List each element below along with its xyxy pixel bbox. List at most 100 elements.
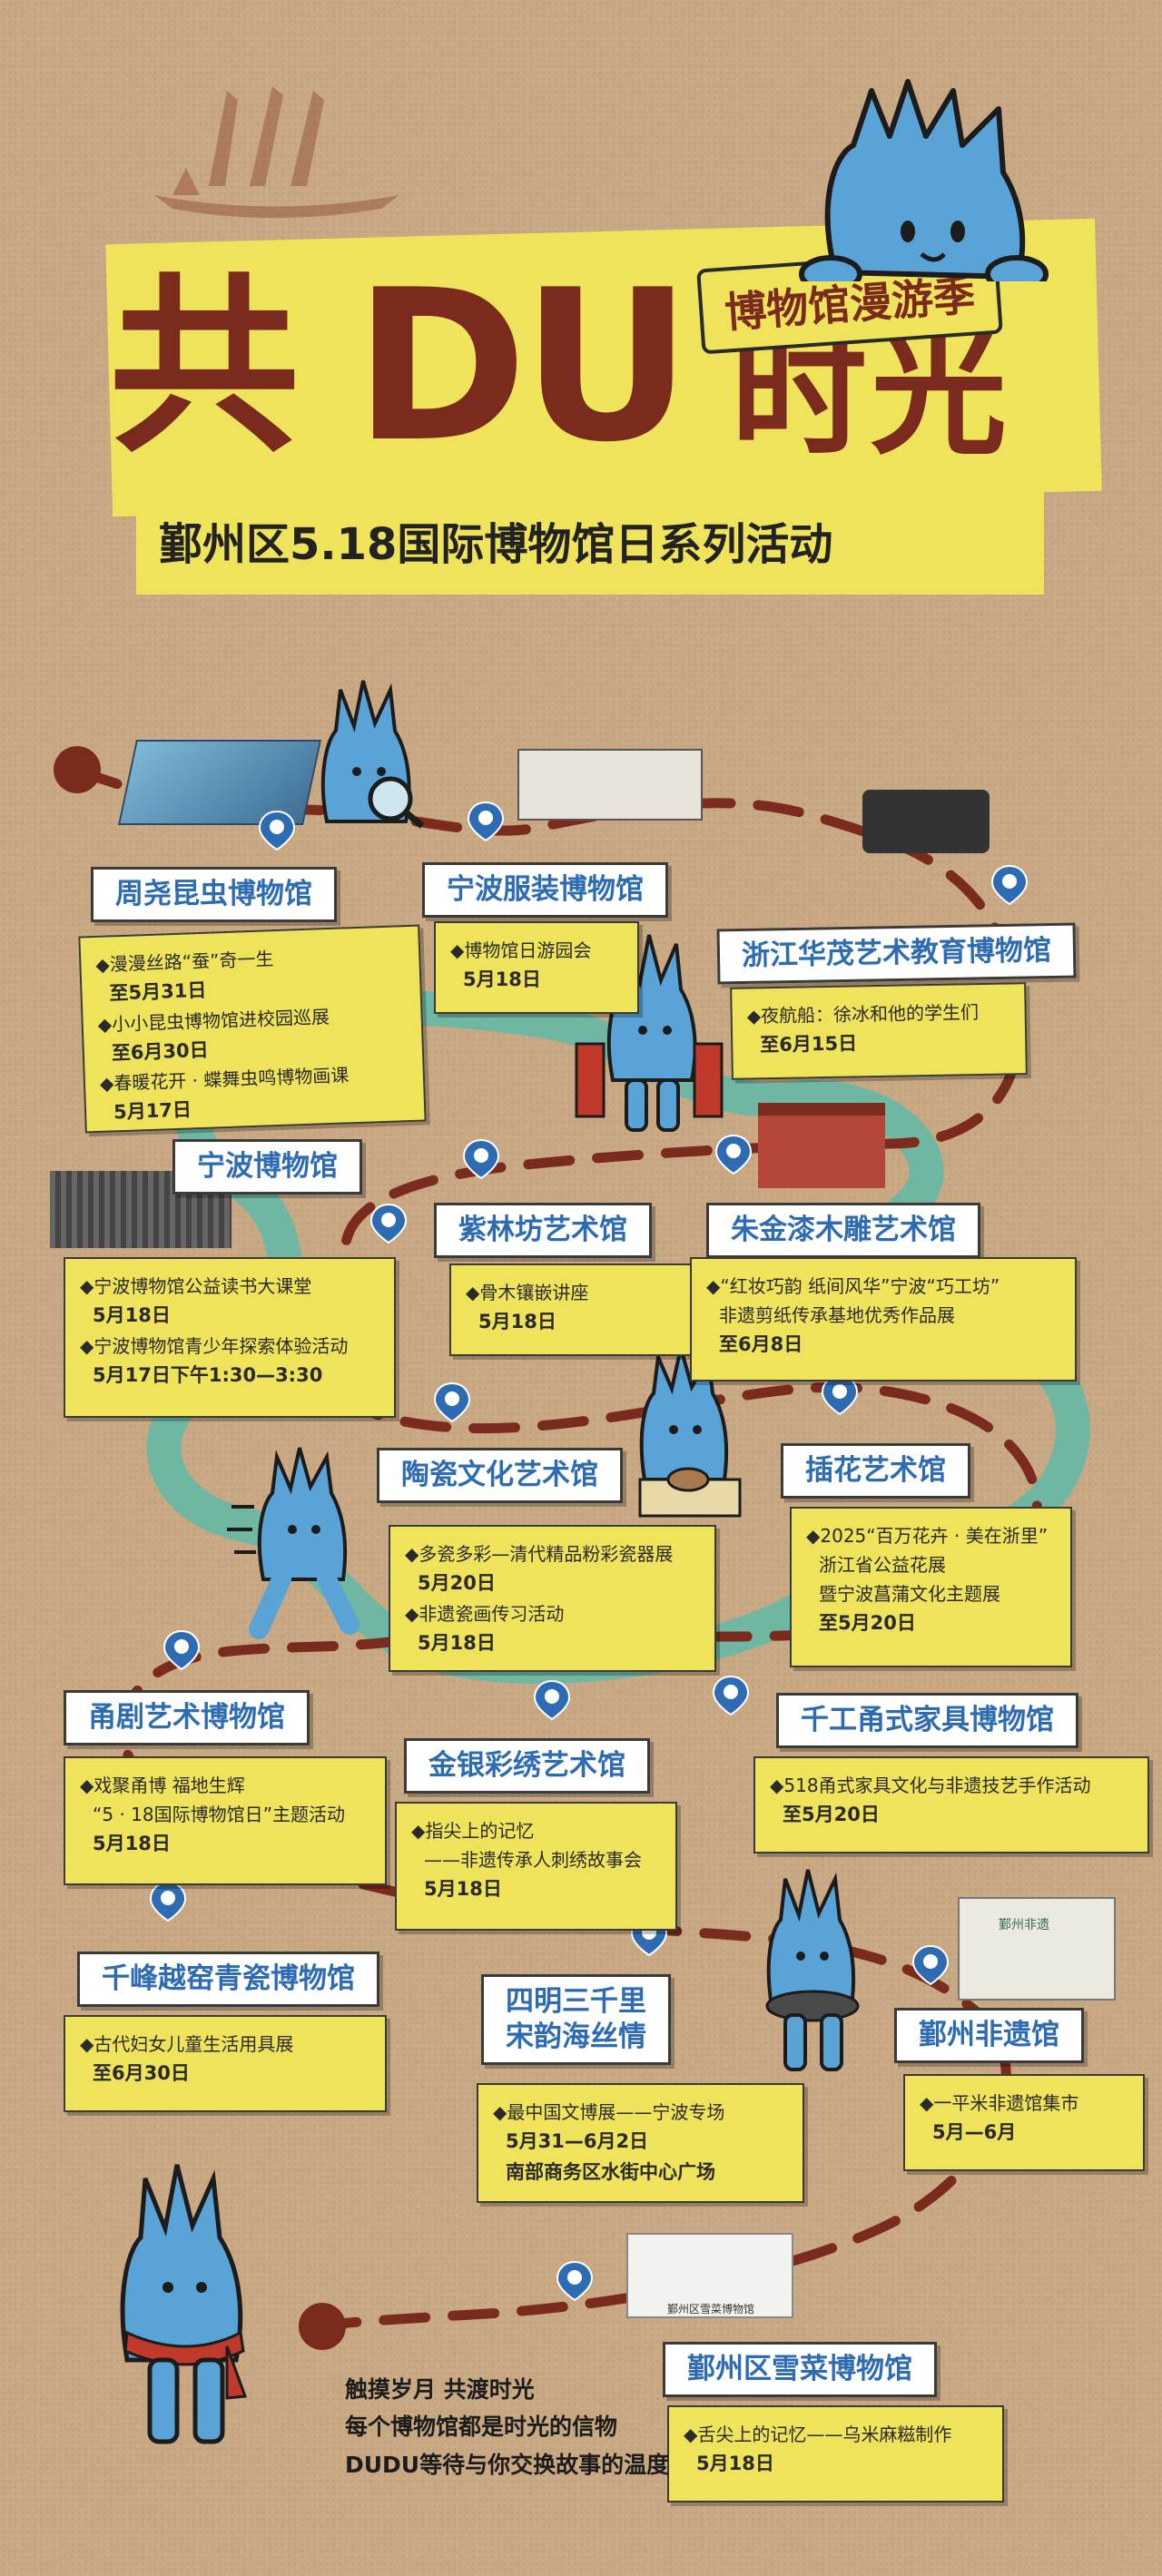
location-pin-icon[interactable] [147, 1881, 189, 1922]
venue-name-huamao[interactable]: 浙江华茂艺术教育博物馆 [716, 922, 1077, 985]
event-date: 5月20日 [418, 1572, 496, 1594]
venue-card-feiyi[interactable]: ◆一平米非遗馆集市 5月—6月 [903, 2074, 1145, 2171]
building-zhujin [758, 1103, 885, 1188]
location-pin-icon[interactable] [465, 801, 507, 842]
event-date: 5月18日 [478, 1311, 556, 1332]
building-feiyi [958, 1897, 1116, 2001]
building-huamao [862, 790, 990, 853]
closing-line-3: DUDU等待与你交换故事的温度 [345, 2451, 670, 2478]
event-text: ◆宁波博物馆公益读书大课堂 [80, 1275, 312, 1297]
event-text: ◆宁波博物馆青少年探索体验活动 [80, 1334, 349, 1357]
venue-name-qiangong[interactable]: 千工甬式家具博物馆 [776, 1693, 1078, 1748]
closing-line-1: 触摸岁月 共渡时光 [345, 2376, 535, 2403]
venue-name-yongju[interactable]: 甬剧艺术博物馆 [64, 1690, 310, 1745]
event-date: 至6月8日 [719, 1333, 803, 1355]
event-text: ◆最中国文博展——宁波专场 [493, 2101, 725, 2123]
location-pin-icon[interactable] [161, 1629, 202, 1671]
venue-name-fuzhuang[interactable]: 宁波服装博物馆 [422, 862, 668, 918]
venue-name-line1: 四明三千里 [506, 1985, 646, 2018]
venue-card-zhouyao[interactable]: ◆漫漫丝路“蚕”奇一生至5月31日 ◆小小昆虫博物馆进校园巡展至6月30日 ◆春… [78, 924, 427, 1134]
venue-card-qiangong[interactable]: ◆518甬式家具文化与非遗技艺手作活动至5月20日 [753, 1756, 1149, 1853]
venue-name-zhouyao[interactable]: 周尧昆虫博物馆 [91, 867, 337, 922]
location-pin-icon[interactable] [531, 1679, 573, 1721]
event-text: 浙江省公益花展 [819, 1554, 946, 1576]
venue-name-zhujin[interactable]: 朱金漆木雕艺术馆 [706, 1203, 980, 1258]
event-date: 5月18日 [696, 2453, 774, 2474]
venue-card-xuecai[interactable]: ◆舌尖上的记忆——乌米麻糍制作 5月18日 [667, 2405, 1004, 2502]
venue-name-qianfeng[interactable]: 千峰越窑青瓷博物馆 [77, 1952, 379, 2007]
venue-card-chahua[interactable]: ◆2025“百万花卉 · 美在浙里” 浙江省公益花展 暨宁波菖蒲文化主题展至5月… [790, 1507, 1072, 1667]
venue-card-siming[interactable]: ◆最中国文博展——宁波专场 5月31—6月2日 南部商务区水街中心广场 [477, 2083, 804, 2203]
boat-decoration [154, 86, 399, 218]
mascot-scarf [120, 2164, 248, 2444]
event-date: 至5月20日 [819, 1612, 916, 1634]
venue-card-qianfeng[interactable]: ◆古代妇女儿童生活用具展至6月30日 [64, 2015, 387, 2112]
event-date: 5月18日 [418, 1631, 496, 1654]
event-text: ◆非遗瓷画传习活动 [405, 1602, 565, 1625]
venue-card-huamao[interactable]: ◆夜航船：徐冰和他的学生们至6月15日 [730, 982, 1028, 1080]
event-date: 5月—6月 [932, 2121, 1017, 2143]
route-start-dot [54, 746, 101, 793]
route-end-dot [299, 2303, 346, 2350]
mascot-header [799, 79, 1049, 281]
venue-name-jinyin[interactable]: 金银彩绣艺术馆 [404, 1738, 650, 1794]
title-shiguang: 时光 [731, 316, 1011, 474]
event-text: ◆518甬式家具文化与非遗技艺手作活动 [770, 1775, 1091, 1796]
building-feiyi-sign: 鄞州非遗 [999, 1918, 1049, 1932]
event-text: 非遗剪纸传承基地优秀作品展 [719, 1304, 955, 1326]
mascot-running [227, 1447, 359, 1639]
event-date: 5月18日 [93, 1304, 171, 1326]
location-pin-icon[interactable] [460, 1138, 502, 1180]
mascot-crab [765, 1869, 860, 2071]
venue-card-zhujin[interactable]: ◆“红妆巧韵 纸间风华”宁波“巧工坊” 非遗剪纸传承基地优秀作品展至6月8日 [690, 1257, 1077, 1381]
venue-name-chahua[interactable]: 插花艺术馆 [781, 1443, 970, 1499]
event-text: ◆舌尖上的记忆——乌米麻糍制作 [684, 2424, 952, 2445]
venue-name-ningbo[interactable]: 宁波博物馆 [172, 1139, 362, 1195]
venue-card-ningbo[interactable]: ◆宁波博物馆公益读书大课堂 5月18日 ◆宁波博物馆青少年探索体验活动 5月17日下… [64, 1257, 396, 1418]
event-date: 5月17日下午1:30—3:30 [93, 1363, 323, 1386]
location-pin-icon[interactable] [819, 1374, 861, 1416]
location-pin-icon[interactable] [989, 864, 1030, 906]
event-text: ◆古代妇女儿童生活用具展 [80, 2033, 294, 2055]
event-text: ◆骨木镶嵌讲座 [466, 1282, 589, 1303]
event-text: “5 · 18国际博物馆日”主题活动 [93, 1804, 345, 1825]
event-text: ◆夜航船：徐冰和他的学生们 [746, 1001, 980, 1027]
venue-name-xuecai[interactable]: 鄞州区雪菜博物馆 [663, 2342, 937, 2397]
event-date: 5月18日 [424, 1878, 502, 1900]
event-text: ◆“红妆巧韵 纸间风华”宁波“巧工坊” [706, 1275, 1000, 1297]
location-pin-icon[interactable] [910, 1944, 951, 1986]
venue-name-zilinfang[interactable]: 紫林坊艺术馆 [434, 1203, 652, 1258]
location-pin-icon[interactable] [368, 1203, 409, 1244]
event-text: ◆2025“百万花卉 · 美在浙里” [806, 1525, 1049, 1547]
mascot-magnifier [320, 680, 425, 829]
event-text: 暨宁波菖蒲文化主题展 [819, 1583, 1000, 1605]
building-clothing-museum [517, 749, 703, 821]
location-pin-icon[interactable] [256, 810, 298, 851]
event-date: 至6月15日 [760, 1032, 858, 1057]
event-date: 5月18日 [463, 968, 541, 990]
event-date: 5月31—6月2日 [506, 2130, 649, 2152]
venue-name-taoci[interactable]: 陶瓷文化艺术馆 [377, 1448, 623, 1503]
event-date: 5月18日 [93, 1833, 171, 1854]
venue-name-line2: 宋韵海丝情 [506, 2020, 646, 2053]
event-date: 至5月20日 [783, 1804, 880, 1825]
event-text: ◆一平米非遗馆集市 [920, 2092, 1079, 2114]
closing-text: 触摸岁月 共渡时光 每个博物馆都是时光的信物 DUDU等待与你交换故事的温度 [345, 2371, 669, 2483]
event-location: 南部商务区水街中心广场 [506, 2160, 715, 2183]
location-pin-icon[interactable] [554, 2260, 596, 2302]
closing-line-2: 每个博物馆都是时光的信物 [345, 2414, 618, 2441]
venue-name-siming[interactable]: 四明三千里 宋韵海丝情 [481, 1974, 671, 2065]
location-pin-icon[interactable] [431, 1381, 473, 1423]
venue-card-zilinfang[interactable]: ◆骨木镶嵌讲座 5月18日 [449, 1263, 695, 1356]
location-pin-icon[interactable] [713, 1134, 754, 1175]
building-xuecai-sign: 鄞州区雪菜博物馆 [667, 2303, 755, 2315]
venue-name-feiyi[interactable]: 鄞州非遗馆 [894, 2008, 1084, 2063]
event-text: ——非遗传承人刺绣故事会 [424, 1849, 642, 1871]
page-subtitle: 鄞州区5.18国际博物馆日系列活动 [159, 519, 833, 570]
location-pin-icon[interactable] [710, 1675, 752, 1716]
event-date: 至6月30日 [93, 2062, 190, 2084]
